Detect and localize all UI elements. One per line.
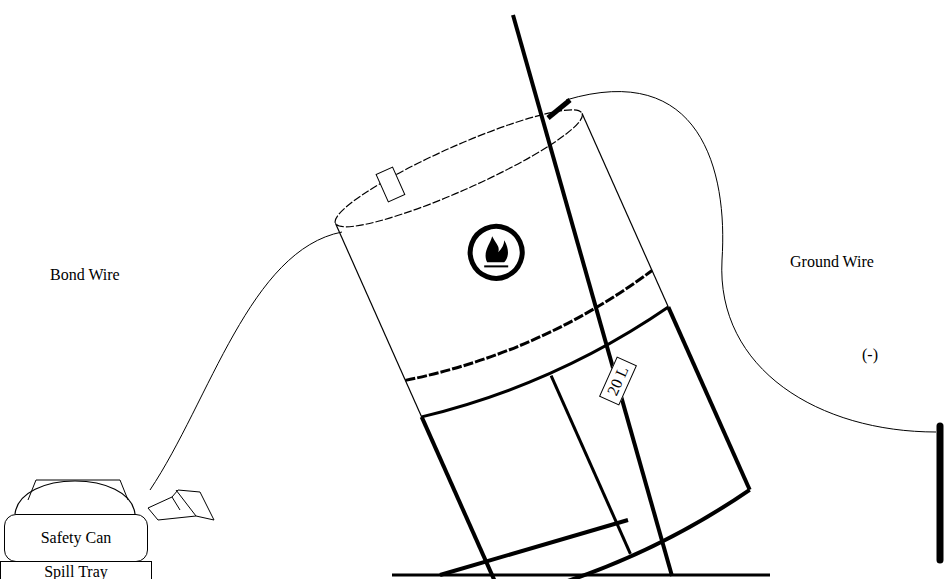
- ground-bar: [937, 426, 944, 560]
- can-spout: [148, 490, 214, 520]
- spill-tray-box: Spill Tray: [0, 561, 152, 579]
- capacity-tag: 20 L: [599, 356, 637, 405]
- bond-wire: [150, 232, 342, 490]
- drum-clip: [548, 100, 570, 118]
- stand-leg: [440, 520, 628, 575]
- node-text: Safety Can: [41, 529, 112, 547]
- safety-can-box: Safety Can: [4, 514, 148, 562]
- node-text: Spill Tray: [44, 563, 108, 579]
- can-dome: [15, 481, 135, 514]
- ground-wire: [566, 92, 936, 432]
- drum: [324, 88, 755, 579]
- node-text: 20 L: [604, 364, 633, 399]
- polarity-label: (-): [860, 346, 880, 364]
- stand-pole: [513, 15, 672, 576]
- can-funnel: [172, 490, 196, 516]
- wire-label: Bond Wire: [48, 266, 122, 284]
- wire-label: Ground Wire: [788, 253, 876, 271]
- can-handle: [28, 480, 128, 500]
